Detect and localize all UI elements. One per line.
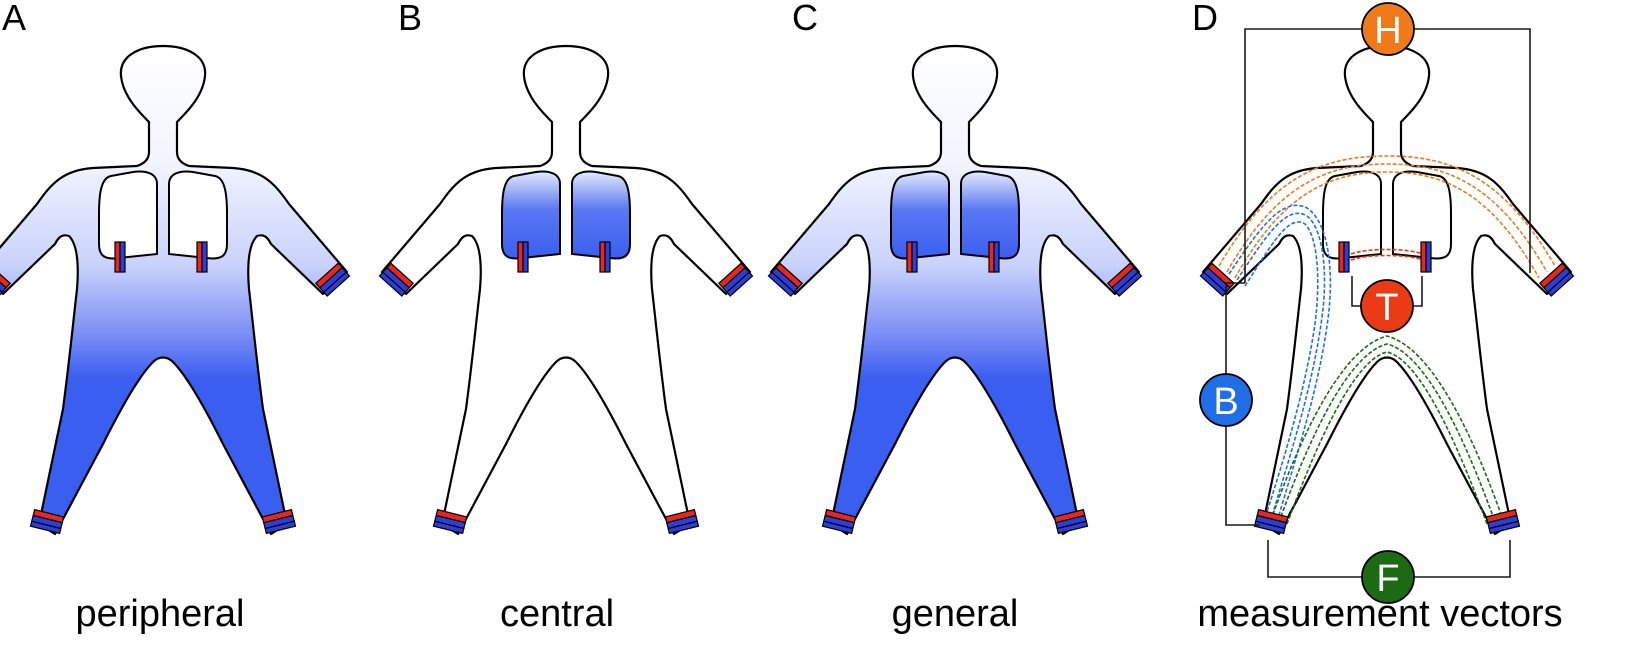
caption-general: general	[892, 593, 1019, 635]
body-figure-d	[1199, 44, 1575, 536]
node-t-circle	[1360, 279, 1414, 333]
node-f-label: F	[1376, 558, 1399, 600]
panel-c-letter: C	[792, 0, 818, 38]
node-h: H	[1361, 2, 1415, 56]
node-t-label: T	[1375, 287, 1398, 329]
body-figure-b	[378, 44, 754, 536]
node-b-label: B	[1213, 381, 1238, 423]
node-f-circle	[1361, 550, 1415, 604]
electrode-chest-right	[599, 241, 611, 273]
panel-b: B central	[378, 0, 754, 635]
vector-f-path	[1270, 335, 1504, 525]
panel-c: C general	[767, 0, 1143, 635]
node-t: T	[1360, 279, 1414, 333]
electrode-chest-left	[114, 241, 126, 273]
body-figure-c	[767, 44, 1143, 536]
panel-a-letter: A	[2, 0, 26, 38]
body-figure-a	[0, 44, 351, 536]
electrode-chest-left	[517, 241, 529, 273]
node-b-circle	[1199, 373, 1253, 427]
vector-t-path	[1350, 248, 1424, 261]
node-f: F	[1361, 550, 1415, 604]
electrode-chest-left	[906, 241, 918, 273]
electrode-chest-right	[988, 241, 1000, 273]
node-b: B	[1199, 373, 1253, 427]
vector-b-path	[1228, 204, 1332, 523]
panel-a: A peripheral	[0, 0, 351, 635]
electrode-chest-left	[1338, 241, 1350, 273]
node-h-circle	[1361, 2, 1415, 56]
panel-d: D	[1192, 0, 1575, 635]
vector-h-path	[1218, 155, 1556, 279]
caption-peripheral: peripheral	[76, 593, 245, 635]
caption-measurement-vectors: measurement vectors	[1197, 593, 1562, 635]
caption-central: central	[500, 593, 614, 635]
node-h-label: H	[1374, 10, 1401, 52]
electrode-chest-right	[196, 241, 208, 273]
panel-d-letter: D	[1192, 0, 1218, 38]
panel-b-letter: B	[398, 0, 422, 38]
electrode-chest-right	[1420, 241, 1432, 273]
